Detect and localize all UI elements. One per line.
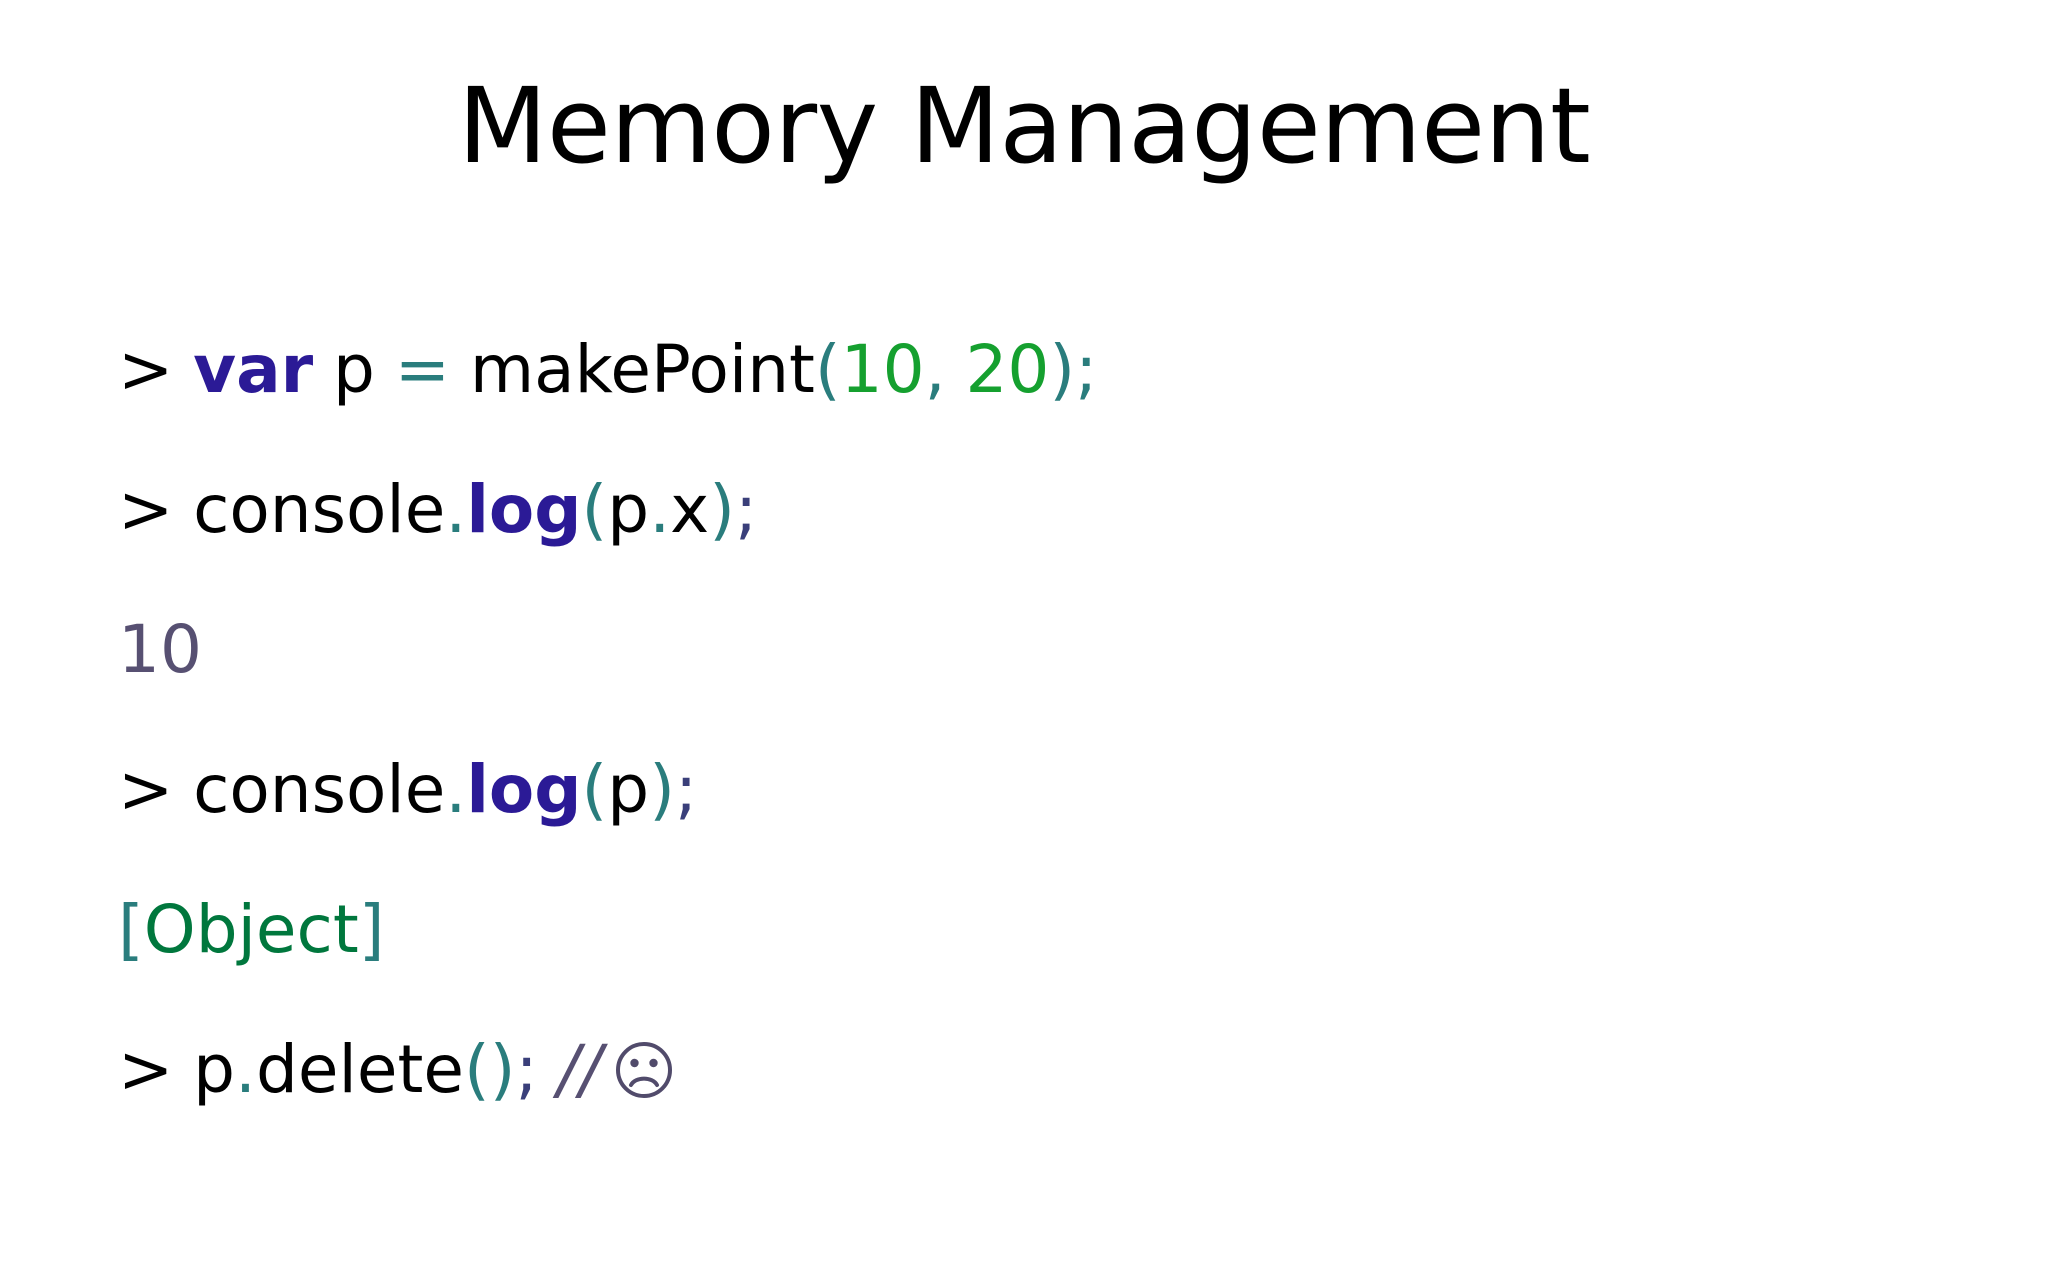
operator-equals: =	[394, 331, 451, 408]
identifier-p: p	[607, 751, 650, 828]
function-makepoint: makePoint	[469, 331, 815, 408]
dot-operator: .	[235, 1031, 256, 1108]
frowning-face-icon	[612, 1010, 676, 1098]
method-delete: delete	[256, 1031, 464, 1108]
bracket-open: [	[118, 891, 144, 968]
property-x: x	[670, 471, 710, 548]
paren-close: )	[489, 1031, 516, 1108]
console-line-5: [Object]	[118, 860, 1968, 1000]
prompt-caret: >	[118, 751, 174, 828]
prompt-caret: >	[118, 471, 174, 548]
paren-open: (	[814, 331, 841, 408]
paren-close: )	[1049, 331, 1076, 408]
object-console: console	[193, 471, 446, 548]
page-title: Memory Management	[457, 65, 1591, 187]
dot-operator: .	[649, 471, 671, 548]
semicolon: ;	[515, 1031, 538, 1108]
identifier-p: p	[193, 1031, 236, 1108]
console-line-3: 10	[118, 580, 1968, 720]
paren-close: )	[649, 751, 675, 828]
semicolon: ;	[674, 751, 698, 828]
paren-open: (	[463, 1031, 490, 1108]
semicolon: ;	[1075, 331, 1098, 408]
identifier-p: p	[607, 471, 650, 548]
comment-slashes: //	[557, 1031, 602, 1108]
object-console: console	[193, 751, 446, 828]
dot-operator: .	[445, 751, 467, 828]
console-line-2: >console.log(p.x);	[118, 440, 1968, 580]
bracket-close: ]	[358, 891, 385, 968]
paren-open: (	[581, 471, 608, 548]
argument-y: 20	[965, 331, 1050, 408]
console-output-object: Object	[143, 891, 359, 968]
semicolon: ;	[734, 471, 758, 548]
paren-open: (	[581, 751, 608, 828]
method-log: log	[466, 471, 582, 548]
prompt-caret: >	[118, 1031, 174, 1108]
keyword-var: var	[193, 331, 314, 408]
identifier-p: p	[333, 331, 375, 408]
console-line-4: >console.log(p);	[118, 720, 1968, 860]
paren-close: )	[709, 471, 735, 548]
method-log: log	[466, 751, 582, 828]
console-output-value: 10	[118, 611, 202, 688]
argument-x: 10	[840, 331, 925, 408]
dot-operator: .	[445, 471, 467, 548]
comma: ,	[924, 331, 946, 408]
prompt-caret: >	[118, 331, 174, 408]
console-line-6: >p.delete();//	[118, 1000, 1968, 1140]
